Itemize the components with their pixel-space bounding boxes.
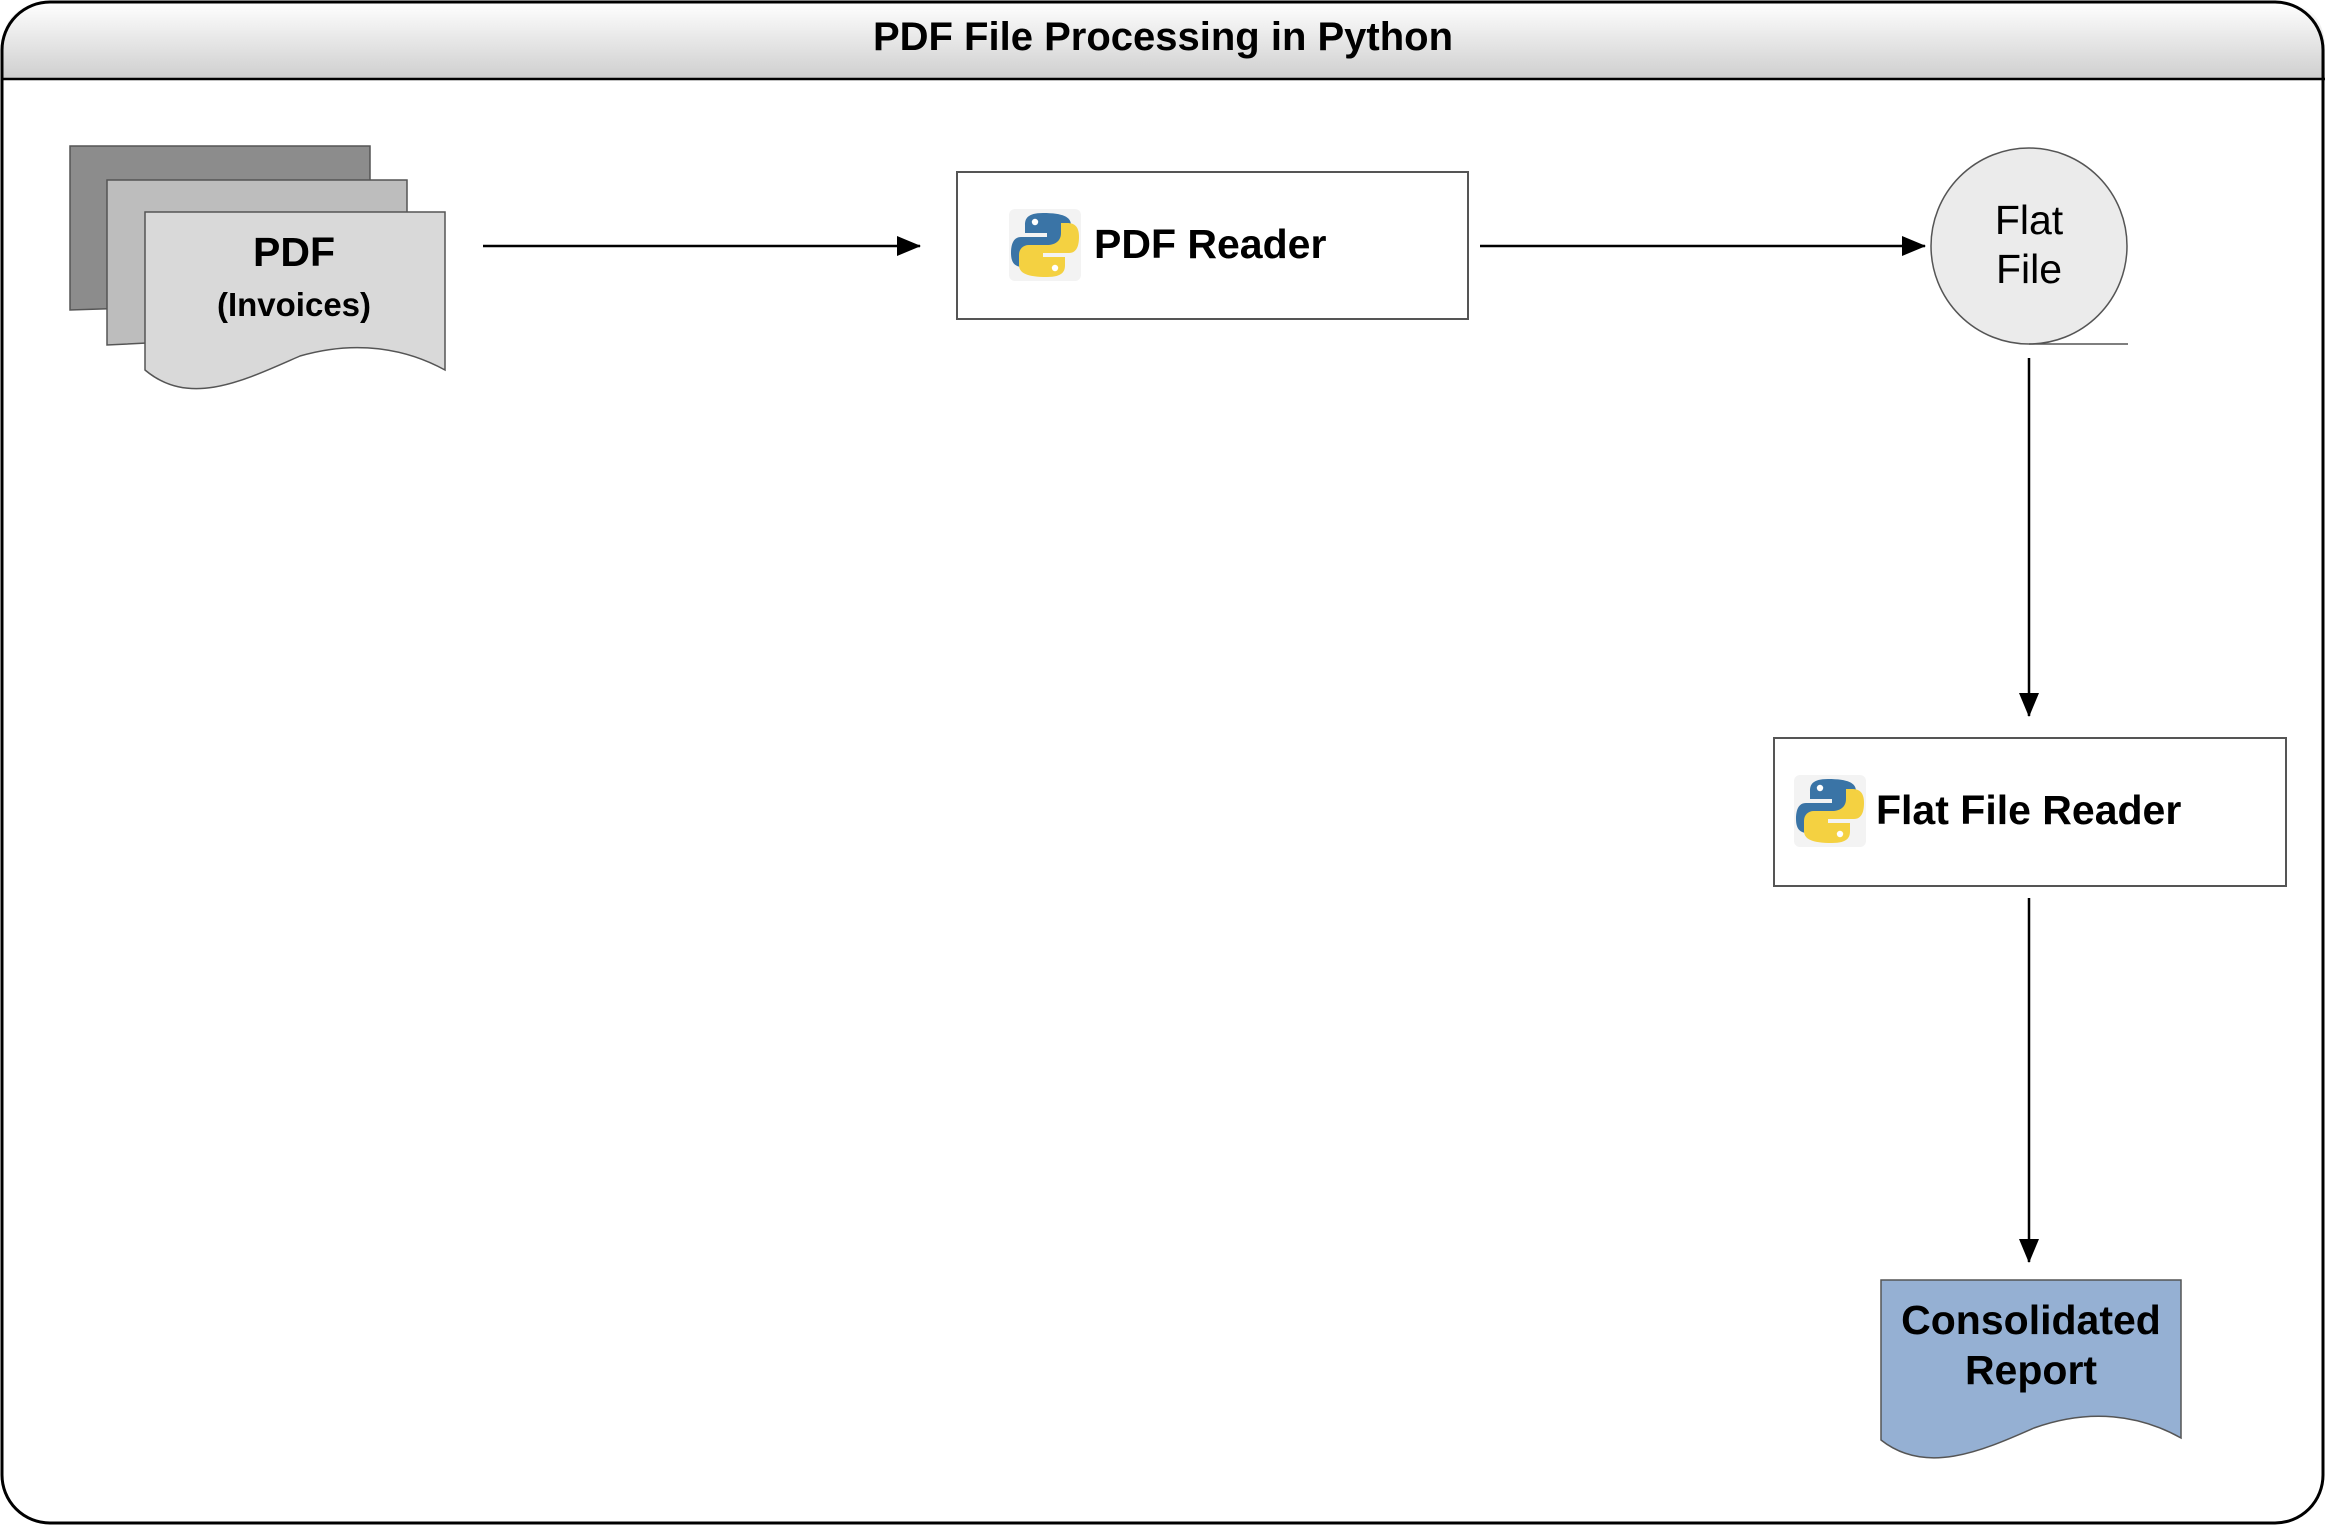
python-logo-icon — [1009, 209, 1081, 281]
report-label-2: Report — [1965, 1347, 2097, 1393]
pdf-doc-sublabel: (Invoices) — [217, 286, 371, 323]
flat-file-reader-label: Flat File Reader — [1876, 787, 2181, 833]
pdf-doc-front — [144, 211, 446, 390]
flat-file-node: Flat File — [1930, 147, 2128, 345]
flat-file-reader-node: Flat File Reader — [1773, 737, 2287, 887]
report-label-1: Consolidated — [1901, 1297, 2161, 1343]
pdf-documents-node: PDF (Invoices) — [69, 145, 446, 390]
python-logo-icon — [1794, 775, 1866, 847]
flat-file-label-2: File — [1996, 246, 2062, 292]
pdf-reader-node: PDF Reader — [956, 171, 1469, 320]
report-document — [1880, 1279, 2182, 1459]
diagram-title: PDF File Processing in Python — [873, 15, 1453, 59]
flat-file-label-1: Flat — [1995, 197, 2064, 243]
pdf-doc-label: PDF — [253, 229, 335, 275]
title-bar — [2, 2, 2325, 78]
connectors — [483, 236, 2039, 1263]
pdf-reader-label: PDF Reader — [1094, 221, 1326, 267]
report-node: Consolidated Report — [1880, 1279, 2182, 1459]
